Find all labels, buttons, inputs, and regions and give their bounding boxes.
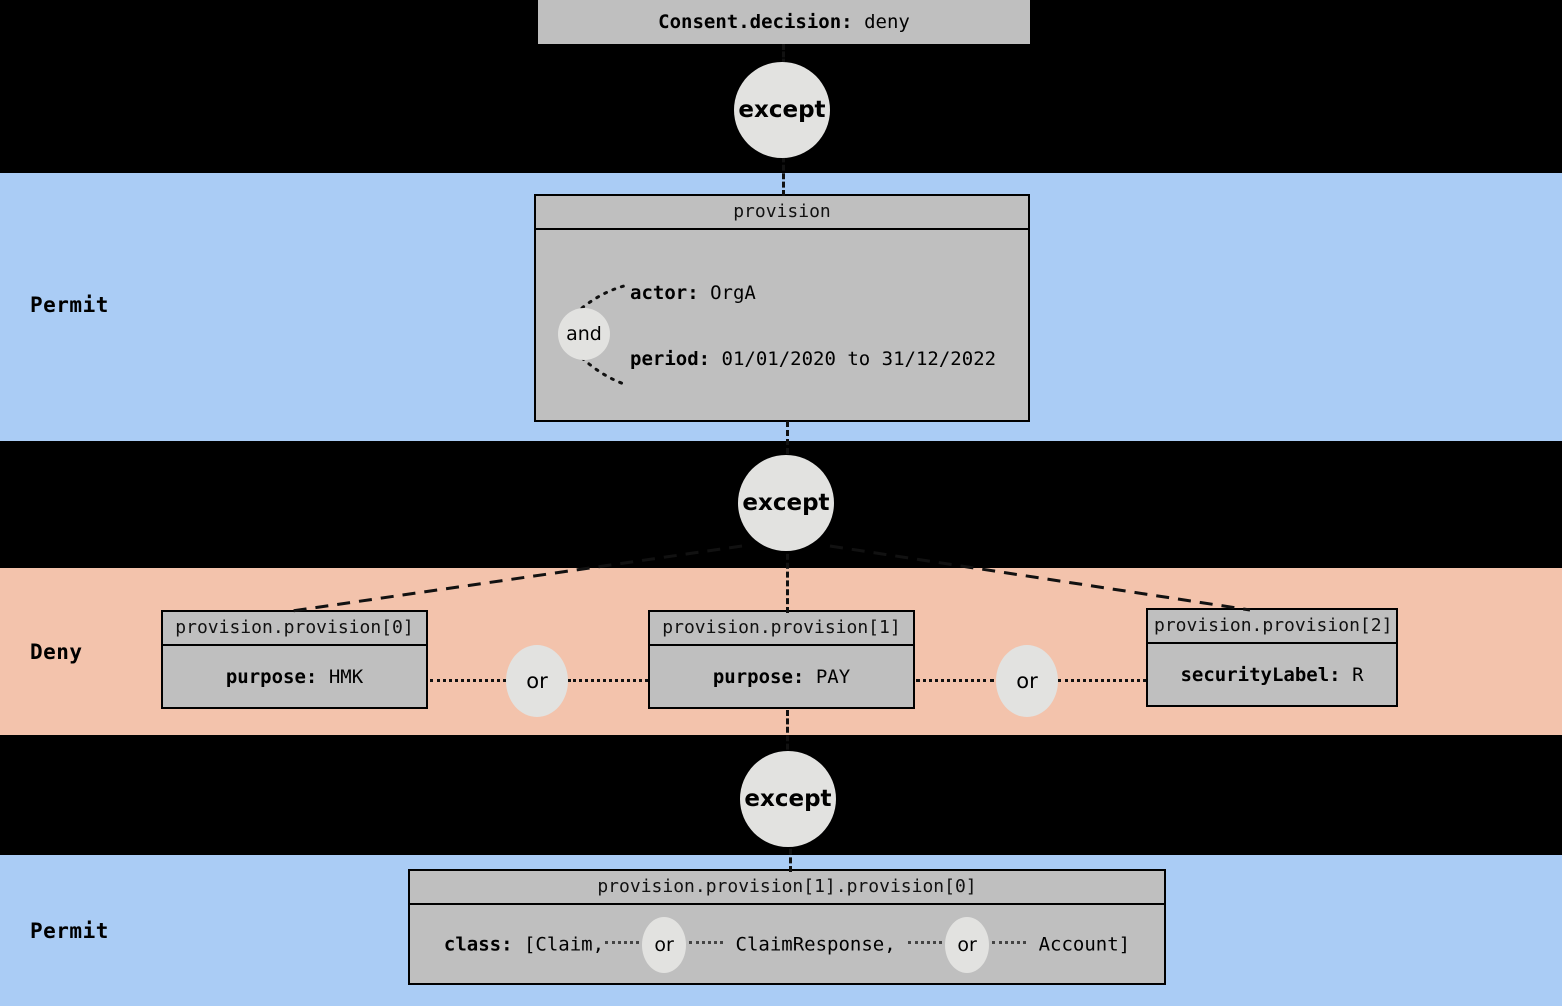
edge-except1-to-provision	[782, 148, 785, 196]
node-provision-root[interactable]: provision actor: OrgA period: 01/01/2020…	[534, 194, 1030, 422]
consent-decision-key: Consent.decision:	[658, 11, 853, 33]
node-provision-root-header: provision	[536, 196, 1028, 230]
row-class-key: class:	[443, 933, 513, 955]
operator-or-inline-2[interactable]: or	[945, 916, 990, 973]
band-label-deny: Deny	[30, 640, 83, 664]
node-provision-1-0[interactable]: provision.provision[1].provision[0] clas…	[408, 869, 1166, 985]
row-purpose-pay: purpose: PAY	[713, 666, 850, 688]
row-security-label-value: R	[1352, 664, 1364, 686]
row-purpose-pay-value: PAY	[815, 666, 851, 688]
node-provision-1-0-body: class: [Claim, or ClaimResponse, or Accou…	[410, 905, 1164, 984]
edge-provision1-to-or2	[916, 679, 994, 682]
node-provision-2-header: provision.provision[2]	[1148, 610, 1396, 644]
class-item-claim: [Claim,	[523, 933, 605, 955]
row-security-label-key: securityLabel:	[1180, 664, 1341, 686]
row-period: period: 01/01/2020 to 31/12/2022	[536, 348, 1028, 370]
operator-except-1[interactable]: except	[734, 62, 830, 158]
consent-decision-value: deny	[864, 11, 910, 33]
operator-except-3[interactable]: except	[740, 751, 836, 847]
node-provision-0-body: purpose: HMK	[163, 646, 426, 708]
node-provision-0-header: provision.provision[0]	[163, 612, 426, 646]
edge-except3-to-provision1-0	[789, 840, 792, 872]
row-actor: actor: OrgA	[536, 282, 1028, 304]
node-provision-1-header: provision.provision[1]	[650, 612, 913, 646]
class-dots-2	[689, 940, 724, 944]
row-period-value: 01/01/2020 to 31/12/2022	[721, 347, 997, 370]
row-actor-key: actor:	[630, 281, 699, 304]
row-purpose-hmk-key: purpose:	[225, 666, 318, 688]
edge-or2-to-provision2	[1058, 679, 1146, 682]
node-provision-2[interactable]: provision.provision[2] securityLabel: R	[1146, 608, 1398, 707]
node-provision-0[interactable]: provision.provision[0] purpose: HMK	[161, 610, 428, 709]
row-actor-value: OrgA	[710, 281, 756, 304]
operator-and[interactable]: and	[558, 308, 610, 360]
row-period-key: period:	[630, 347, 711, 370]
row-purpose-hmk: purpose: HMK	[226, 666, 363, 688]
operator-or-2[interactable]: or	[996, 645, 1058, 717]
band-label-permit-top: Permit	[30, 293, 109, 317]
edge-provision0-to-or1	[430, 679, 506, 682]
row-security-label: securityLabel: R	[1180, 664, 1363, 686]
edge-provision1-to-except3	[786, 710, 789, 758]
consent-decision-bar: Consent.decision: deny	[538, 0, 1030, 44]
edge-titlebar-to-except1	[782, 44, 785, 72]
edge-or1-to-provision1	[568, 679, 648, 682]
class-dots-4	[992, 940, 1027, 944]
class-dots-1	[605, 940, 640, 944]
and-leader-lines	[580, 284, 626, 386]
class-item-claimresponse: ClaimResponse,	[735, 933, 896, 955]
node-provision-root-body: actor: OrgA period: 01/01/2020 to 31/12/…	[536, 230, 1028, 421]
class-dots-3	[908, 940, 943, 944]
row-purpose-hmk-value: HMK	[328, 666, 364, 688]
row-purpose-pay-key: purpose:	[712, 666, 805, 688]
band-label-permit-bottom: Permit	[30, 919, 109, 943]
operator-or-1[interactable]: or	[506, 645, 568, 717]
node-provision-1[interactable]: provision.provision[1] purpose: PAY	[648, 610, 915, 709]
edge-except2-to-provision1	[786, 545, 789, 613]
row-class: class: [Claim, or ClaimResponse, or Accou…	[443, 916, 1131, 973]
edge-provision-to-except2	[786, 421, 789, 463]
operator-or-inline-1[interactable]: or	[642, 916, 687, 973]
node-provision-1-0-header: provision.provision[1].provision[0]	[410, 871, 1164, 905]
operator-except-2[interactable]: except	[738, 455, 834, 551]
node-provision-2-body: securityLabel: R	[1148, 644, 1396, 706]
class-item-account: Account]	[1038, 933, 1131, 955]
node-provision-1-body: purpose: PAY	[650, 646, 913, 708]
